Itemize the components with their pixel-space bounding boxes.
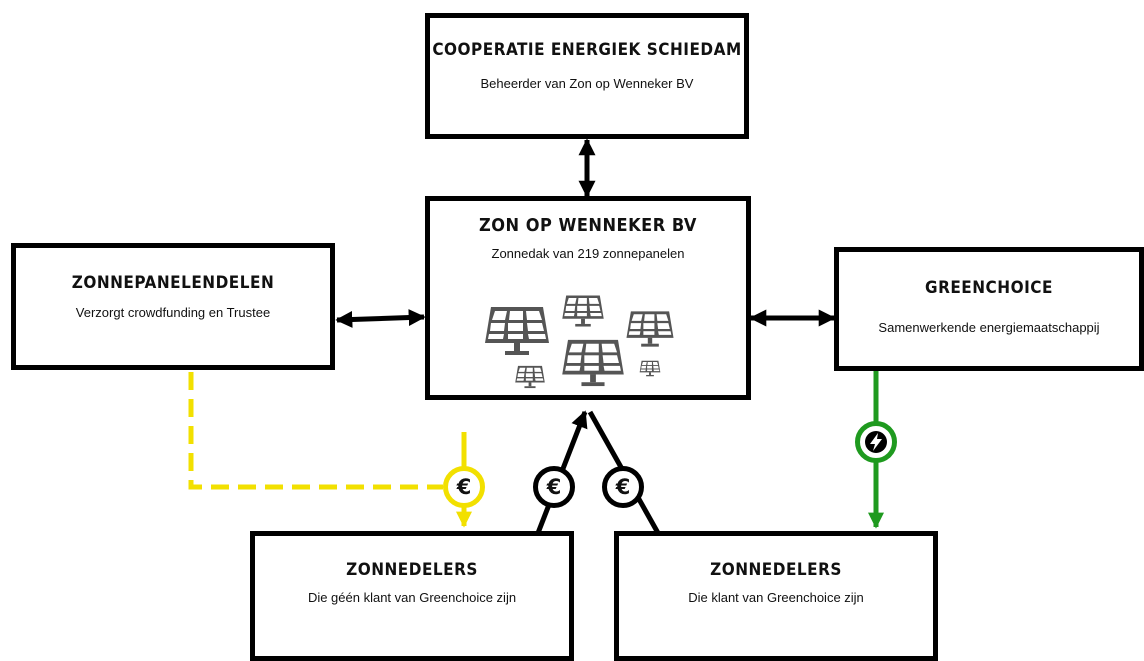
euro-icon: € bbox=[546, 475, 562, 499]
zonnepanelendelen-title: ZONNEPANELENDELEN bbox=[71, 273, 275, 293]
lightning-bolt-icon bbox=[865, 431, 887, 453]
zonnedelers-right-box: ZONNEDELERS Die klant van Greenchoice zi… bbox=[614, 531, 938, 661]
cooperatie-subtitle: Beheerder van Zon op Wenneker BV bbox=[480, 76, 694, 91]
solar-panel-icon bbox=[639, 360, 661, 377]
zon-subtitle: Zonnedak van 219 zonnepanelen bbox=[491, 246, 685, 261]
arrow-zonnepanelendelen-zon bbox=[335, 309, 426, 328]
money-flow-dashed-line bbox=[188, 372, 443, 490]
zonnepanelendelen-box: ZONNEPANELENDELEN Verzorgt crowdfunding … bbox=[11, 243, 335, 370]
energy-badge bbox=[855, 421, 897, 463]
zonnedelers-left-box: ZONNEDELERS Die géén klant van Greenchoi… bbox=[250, 531, 574, 661]
solar-panel-icon bbox=[626, 311, 674, 347]
euro-icon: € bbox=[615, 475, 631, 499]
solar-panel-icon bbox=[562, 339, 624, 387]
euro-badge-right: € bbox=[602, 466, 644, 508]
zonnedelers-right-title: ZONNEDELERS bbox=[710, 560, 842, 580]
greenchoice-subtitle: Samenwerkende energiemaatschappij bbox=[878, 320, 1100, 335]
zon-title: ZON OP WENNEKER BV bbox=[479, 215, 697, 236]
greenchoice-title: GREENCHOICE bbox=[925, 278, 1053, 298]
greenchoice-box: GREENCHOICE Samenwerkende energiemaatsch… bbox=[834, 247, 1144, 371]
euro-badge-left: € bbox=[533, 466, 575, 508]
zonnepanelendelen-subtitle: Verzorgt crowdfunding en Trustee bbox=[75, 305, 271, 320]
euro-icon: € bbox=[456, 475, 472, 499]
solar-panel-icon bbox=[515, 365, 545, 389]
cooperatie-box: COOPERATIE ENERGIEK SCHIEDAM Beheerder v… bbox=[425, 13, 749, 139]
zonnedelers-right-subtitle: Die klant van Greenchoice zijn bbox=[688, 590, 864, 605]
solar-panel-icon bbox=[562, 295, 604, 327]
solar-panel-icon bbox=[485, 307, 549, 355]
cooperatie-title: COOPERATIE ENERGIEK SCHIEDAM bbox=[432, 40, 742, 60]
zonnedelers-left-subtitle: Die géén klant van Greenchoice zijn bbox=[307, 590, 517, 605]
zonnedelers-left-title: ZONNEDELERS bbox=[346, 560, 478, 580]
euro-badge-yellow: € bbox=[443, 466, 485, 508]
